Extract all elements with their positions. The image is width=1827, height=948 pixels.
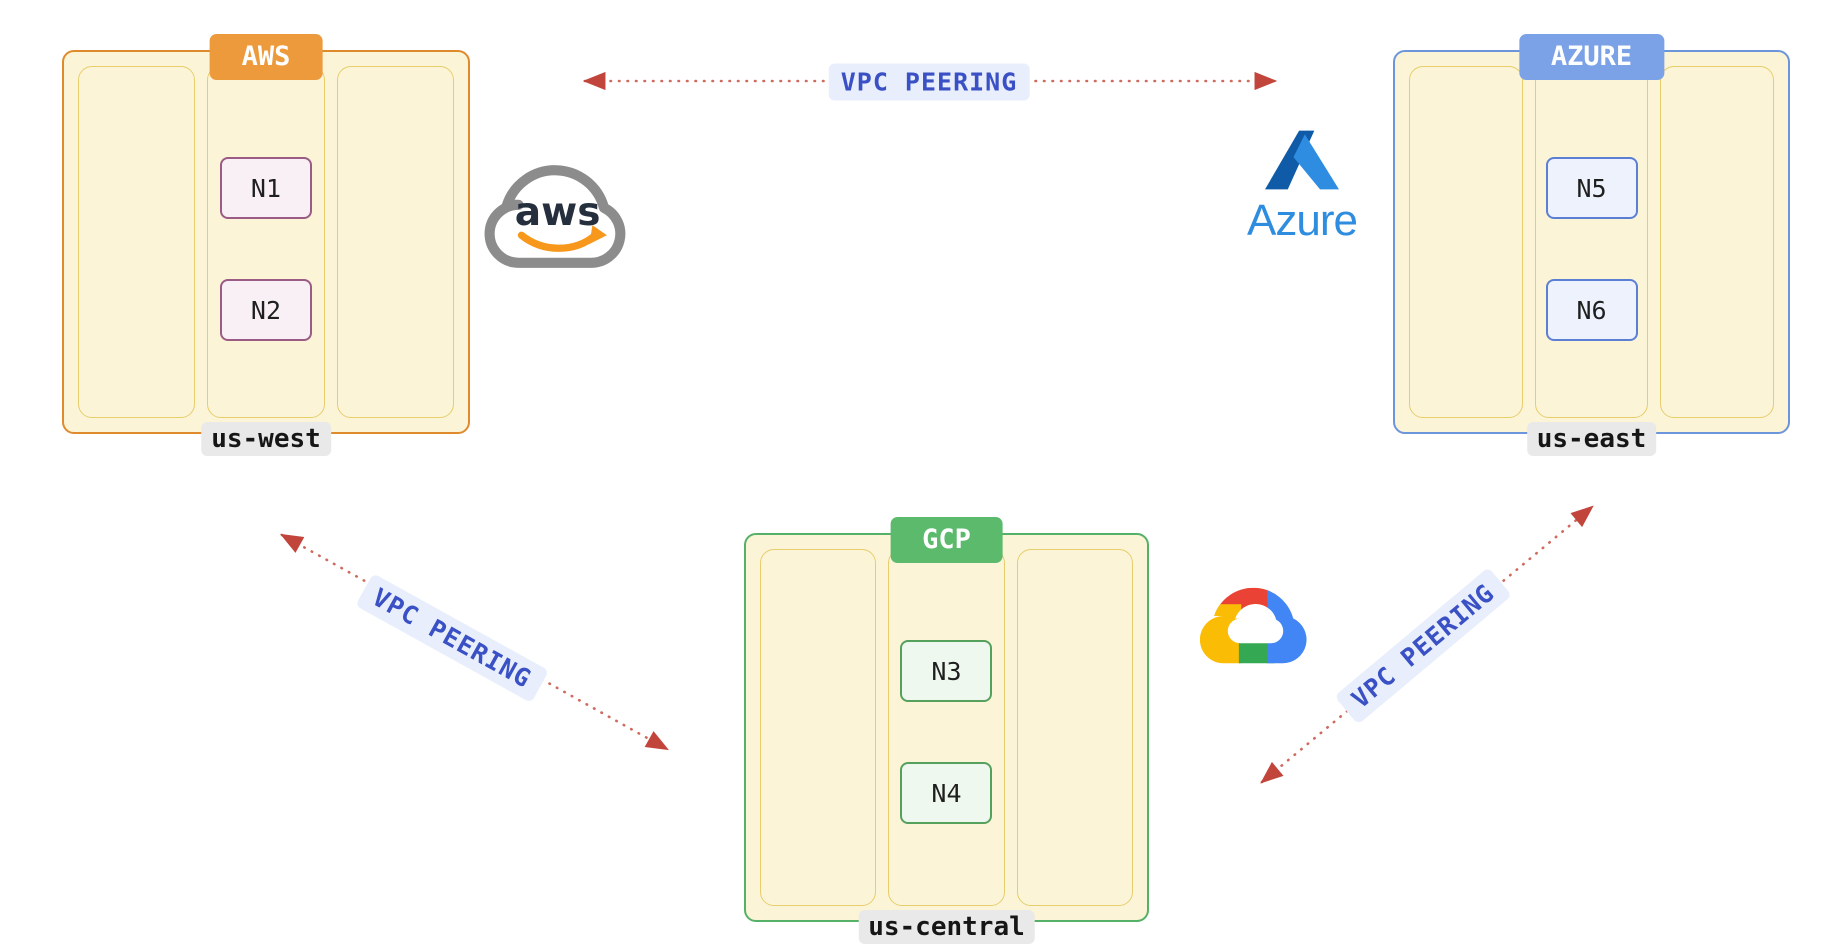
node-n4: N4: [900, 762, 993, 824]
edge-label-aws-gcp: VPC PEERING: [355, 573, 549, 703]
azure-logo: Azure: [1222, 130, 1382, 246]
gcp-logo: [1194, 545, 1318, 671]
edge-label-aws-azure: VPC PEERING: [828, 63, 1030, 101]
azure-subnet-left: [1409, 66, 1523, 418]
gcp-cloud-icon: [1199, 587, 1307, 664]
aws-wordmark: aws: [515, 190, 601, 235]
cluster-azure: AZURE N5 N6 us-east: [1393, 34, 1790, 456]
aws-subnet-center: N1 N2: [207, 66, 325, 418]
aws-logo: aws: [482, 118, 642, 274]
node-n6: N6: [1545, 279, 1638, 341]
node-n3: N3: [900, 640, 993, 702]
edge-label-gcp-azure: VPC PEERING: [1334, 567, 1512, 725]
region-label-us-east: us-east: [1526, 422, 1657, 456]
gcp-subnet-left: [760, 549, 877, 906]
aws-subnet-left: [78, 66, 196, 418]
cluster-azure-title: AZURE: [1518, 34, 1665, 80]
azure-wordmark: Azure: [1247, 196, 1358, 245]
region-label-us-west: us-west: [201, 422, 331, 456]
node-n2: N2: [219, 279, 312, 341]
gcp-subnet-right: [1016, 549, 1133, 906]
cluster-aws-title: AWS: [209, 34, 323, 80]
cluster-gcp-title: GCP: [890, 517, 1003, 563]
aws-cloud-icon: aws: [484, 165, 626, 268]
azure-icon: [1265, 130, 1339, 190]
region-label-us-central: us-central: [858, 910, 1035, 944]
azure-subnet-right: [1660, 66, 1775, 418]
aws-subnet-right: [336, 66, 454, 418]
cluster-gcp: GCP N3 N4 us-central: [744, 517, 1149, 944]
azure-subnet-center: N5 N6: [1534, 66, 1649, 418]
node-n1: N1: [219, 157, 312, 219]
cluster-aws: AWS N1 N2 us-west: [62, 34, 470, 456]
node-n5: N5: [1545, 157, 1638, 219]
gcp-subnet-center: N3 N4: [888, 549, 1005, 906]
